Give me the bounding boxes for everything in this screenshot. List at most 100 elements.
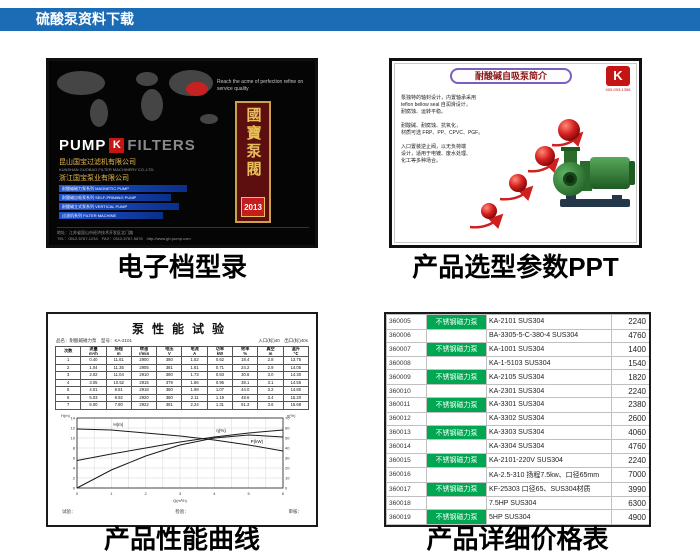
ppt-slide-image[interactable]: 耐酸碱自吸泵简介 K 400-093-1358 泵独特的轴封设计，内置轴承采用 … [389,58,642,248]
svg-text:20: 20 [285,465,290,470]
perf-table-cell: 18.4 [232,356,259,365]
svg-text:10: 10 [285,475,290,480]
company-name-cn-2: 浙江国宝泵业有限公司 [59,175,129,182]
svg-text:3: 3 [179,491,182,496]
perf-table-cell: 3.0 [257,371,284,380]
perf-table-cell: 379 [156,378,183,387]
perf-table-cell: 1.07 [206,386,234,395]
sheet-footer-left: 试验： [62,508,76,514]
perf-table-cell: 1.73 [181,371,208,380]
perf-table-header-cell: 真空 m [257,346,284,357]
perf-table-cell: 380 [156,386,183,395]
perf-table-cell: 8.92 [105,393,132,402]
svg-text:6: 6 [73,455,76,460]
perf-table-cell: 14.05 [282,363,310,372]
perf-table-header-cell: 流量 m³/h [80,346,107,357]
price-category: 不锈钢磁力泵 [426,481,487,498]
perf-table-cell: 0.95 [206,378,234,387]
curve-label: H(m) [113,422,123,427]
caption-catalog: 电子档型录 [116,252,247,282]
price-category: 不锈钢磁力泵 [426,424,487,441]
price-model: KA-1001 SUS304 [486,341,612,358]
price-item-no: 360005 [386,314,427,330]
perf-table-cell: 380 [156,393,183,402]
perf-table-cell: 0.40 [80,356,107,365]
price-category: 不锈钢磁力泵 [426,452,487,469]
sheet-title: 泵性能试验 [131,322,232,336]
perf-table-cell: 2920 [130,393,158,402]
world-map-graphic [57,70,218,127]
curve-label: P(kW) [251,439,264,444]
slide-title: 耐酸碱自吸泵简介 [450,68,572,84]
perf-table-cell: 11.04 [105,371,132,380]
price-model: KA-3302 SUS304 [486,411,612,426]
svg-text:0: 0 [76,491,79,496]
price-value: 1400 [611,341,649,358]
price-item-no: 360017 [386,481,427,498]
price-category [426,496,487,511]
perf-table-cell: 13.75 [282,356,310,365]
price-item-no: 360016 [386,467,427,483]
svg-text:6: 6 [282,491,285,496]
perf-table-cell: 1.19 [206,393,234,402]
catalog-tagline: Reach the acme of perfection refine on s… [217,79,304,92]
svg-text:70: 70 [285,415,290,420]
perf-table-cell: 1.86 [181,378,208,387]
perf-table-cell: 11.35 [105,363,132,372]
company-name-en-1: KUNSHAN GUOBAO FILTER MACHINERY CO.,LTD. [59,167,155,172]
price-model: KA-3301 SUS304 [486,397,612,413]
perf-table-header-cell: 次数 [54,346,82,357]
company-name-cn-1: 昆山国宝过滤机有限公司 [59,159,136,166]
svg-text:0: 0 [73,485,76,490]
price-item-no: 360008 [386,356,427,371]
svg-text:10: 10 [71,435,76,440]
svg-text:1: 1 [110,491,113,496]
perf-table-cell: 38.1 [232,378,259,387]
banner-gold-text: 國寶泵閥 [244,107,262,179]
svg-text:14: 14 [71,415,76,420]
perf-table-cell: 6.00 [80,401,107,410]
perf-table-cell: 3.6 [257,401,284,410]
perf-table-cell: 1.98 [181,386,208,395]
price-category: 不锈钢磁力泵 [426,369,487,385]
perf-table-cell: 2.9 [257,363,284,372]
perf-table-cell: 3.2 [257,386,284,395]
price-value: 2600 [611,411,649,426]
caption-ppt: 产品选型参数PPT [412,252,619,282]
perf-table-header-cell: 温升 ℃ [282,346,310,357]
price-value: 2240 [611,314,649,330]
price-category: 不锈钢磁力泵 [426,341,487,358]
performance-sheet-image[interactable]: 泵性能试验 品名：耐酸碱磁力泵 型号：KA-2101 入口(标)40 出口(标)… [46,312,318,527]
price-category: 不锈钢磁力泵 [426,314,487,330]
price-model: BA-3305-5-C-380-4 SUS304 [486,328,612,343]
perf-table-cell: 15.20 [282,393,310,402]
perf-table-cell: 2 [54,363,82,372]
perf-table-cell: 380 [156,371,183,380]
price-model: KA-2301 SUS304 [486,383,612,399]
perf-table-cell: 5 [54,386,82,395]
perf-table-cell: 381 [156,401,183,410]
perf-table-header-cell: 效率 % [232,346,259,357]
perf-table-cell: 24.2 [232,363,259,372]
price-item-no: 360018 [386,496,427,511]
catalog-product-line-bar: 耐酸碱自吸泵系列 SELF-PRIMING PUMP [59,194,171,201]
catalog-cover-image[interactable]: Reach the acme of perfection refine on s… [46,58,318,248]
price-model: KA-2105 SUS304 [486,369,612,385]
price-item-no: 360010 [386,383,427,399]
k-logo-icon: K [606,66,630,86]
price-item-no: 360011 [386,397,427,413]
perf-table-cell: 2905 [130,363,158,372]
svg-text:0: 0 [285,485,288,490]
